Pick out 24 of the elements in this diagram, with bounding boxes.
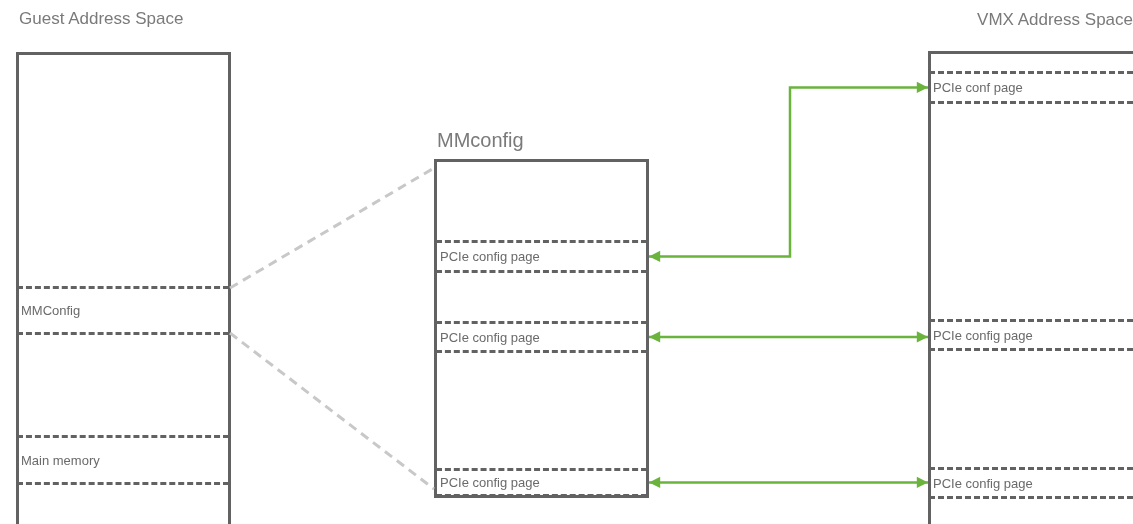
memory-region	[436, 240, 647, 273]
memory-region	[17, 286, 229, 335]
box-heading: VMX Address Space	[977, 10, 1133, 30]
memory-region	[436, 468, 647, 497]
region-label: PCIe config page	[440, 475, 540, 490]
arrow	[649, 81, 928, 263]
box-heading: MMconfig	[437, 129, 524, 152]
memory-region	[929, 467, 1133, 499]
region-label: MMConfig	[21, 303, 81, 318]
zoom-line	[229, 166, 435, 290]
region-label: PCIe config page	[440, 249, 540, 264]
region-label: PCIe config page	[440, 329, 540, 345]
memory-region	[929, 319, 1133, 351]
memory-region	[929, 71, 1133, 104]
region-label: Main memory	[21, 452, 100, 468]
zoom-line	[229, 331, 435, 491]
region-label: PCIe config page	[933, 475, 1033, 491]
memory-region	[17, 435, 229, 485]
region-label: PCIe conf page	[933, 80, 1023, 95]
arrow	[649, 331, 928, 343]
memory-region	[436, 321, 647, 353]
box-heading: Guest Address Space	[19, 9, 184, 29]
arrow	[649, 476, 928, 489]
region-label: PCIe config page	[933, 327, 1033, 343]
